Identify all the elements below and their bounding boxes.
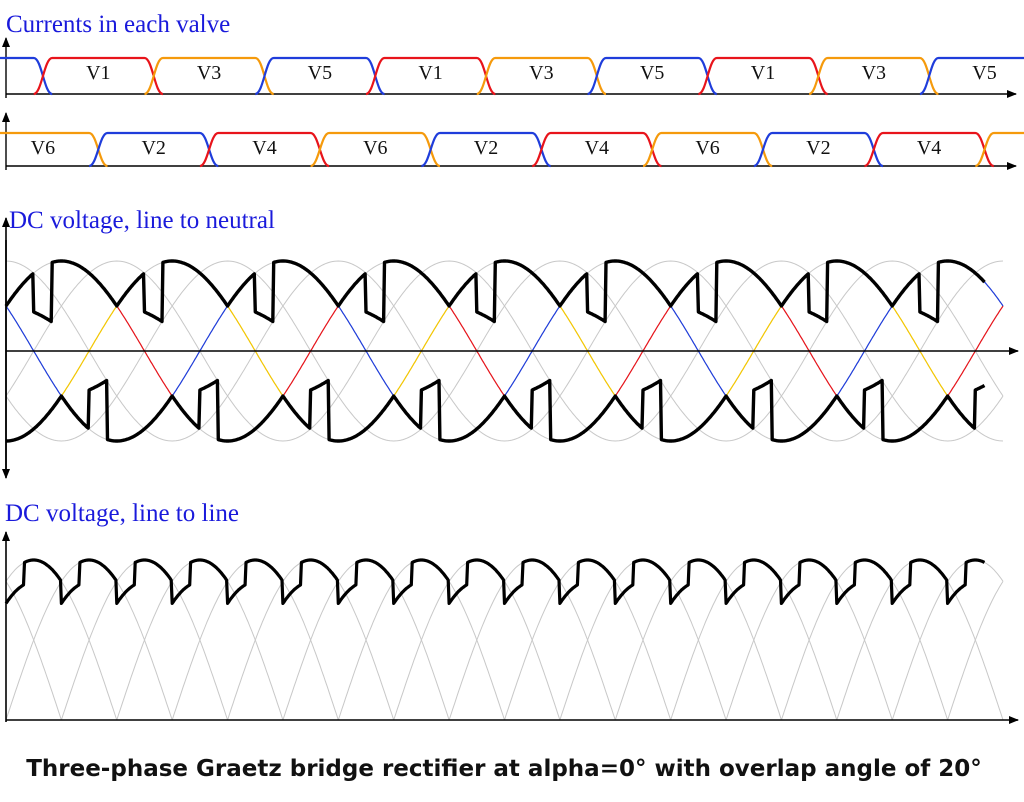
current-pulse-V1 (33, 56, 164, 96)
valve-label-V5: V5 (308, 62, 332, 84)
current-pulse-V6 (642, 131, 773, 168)
line-to-neutral-title: DC voltage, line to neutral (9, 207, 275, 234)
valve-label-V1: V1 (751, 62, 775, 84)
current-pulse-V2 (753, 131, 884, 168)
valve-label-V2: V2 (806, 137, 830, 159)
current-pulse-V4 (531, 131, 662, 168)
line-to-neutral-positive-envelope (4, 259, 986, 324)
current-pulse-V5-leading (0, 56, 53, 96)
figure-caption: Three-phase Graetz bridge rectifier at a… (26, 756, 982, 782)
current-pulse-V4 (864, 131, 995, 168)
valve-label-V3: V3 (197, 62, 221, 84)
line-to-neutral-negative-envelope (5, 378, 986, 443)
current-pulse-V3 (143, 56, 275, 96)
valve-label-V4: V4 (252, 137, 276, 159)
current-pulse-V6 (310, 131, 441, 168)
current-pulse-V6-trailing (974, 131, 1024, 168)
line-to-line-panel: DC voltage, line to line (1, 500, 1019, 724)
valve-currents-upper-axes (1, 37, 1017, 98)
current-pulse-V4 (199, 131, 330, 168)
valve-label-V3: V3 (862, 62, 886, 84)
current-pulse-V5 (254, 56, 386, 96)
valve-label-V6: V6 (363, 137, 387, 159)
valve-currents-upper-row: V1 V3 V5 V1 V3 V5 V1 V3 V5 (0, 56, 1024, 96)
line-to-neutral-panel: DC voltage, line to neutral (1, 207, 1019, 479)
valve-label-V5: V5 (640, 62, 664, 84)
valve-label-V5: V5 (972, 62, 996, 84)
background-wave-phase-C-neg (5, 260, 1004, 442)
current-pulse-V1 (697, 56, 829, 96)
valve-label-V6: V6 (31, 137, 55, 159)
line-to-neutral-axes (1, 217, 1019, 479)
current-pulse-V1 (365, 56, 496, 96)
valve-label-V3: V3 (529, 62, 553, 84)
current-pulse-V3 (476, 56, 607, 96)
valve-currents-lower-row: V6 V2 V4 V6 V2 V4 V6 V2 V4 (0, 131, 1024, 168)
line-to-line-envelope (4, 558, 986, 605)
background-wave-phase-B-neg (5, 260, 1004, 442)
valve-label-V2: V2 (474, 137, 498, 159)
valve-label-V4: V4 (917, 137, 941, 159)
current-pulse-V2 (88, 131, 219, 168)
current-pulse-V5 (919, 56, 1024, 96)
valve-label-V6: V6 (695, 137, 719, 159)
line-to-line-title: DC voltage, line to line (5, 500, 239, 527)
valve-currents-lower-axes (1, 112, 1017, 170)
line-to-line-envelope-trace (4, 558, 986, 605)
valve-label-V4: V4 (585, 137, 609, 159)
current-pulse-V3 (808, 56, 939, 96)
current-pulse-V2 (420, 131, 552, 168)
current-pulse-V6 (0, 131, 108, 168)
current-pulse-V5 (587, 56, 718, 96)
valve-currents-title: Currents in each valve (6, 11, 230, 38)
line-to-line-axes (1, 531, 1019, 724)
valve-label-V2: V2 (141, 137, 165, 159)
line-to-neutral-envelopes (4, 259, 986, 443)
valve-label-V1: V1 (418, 62, 442, 84)
valve-label-V1: V1 (86, 62, 110, 84)
